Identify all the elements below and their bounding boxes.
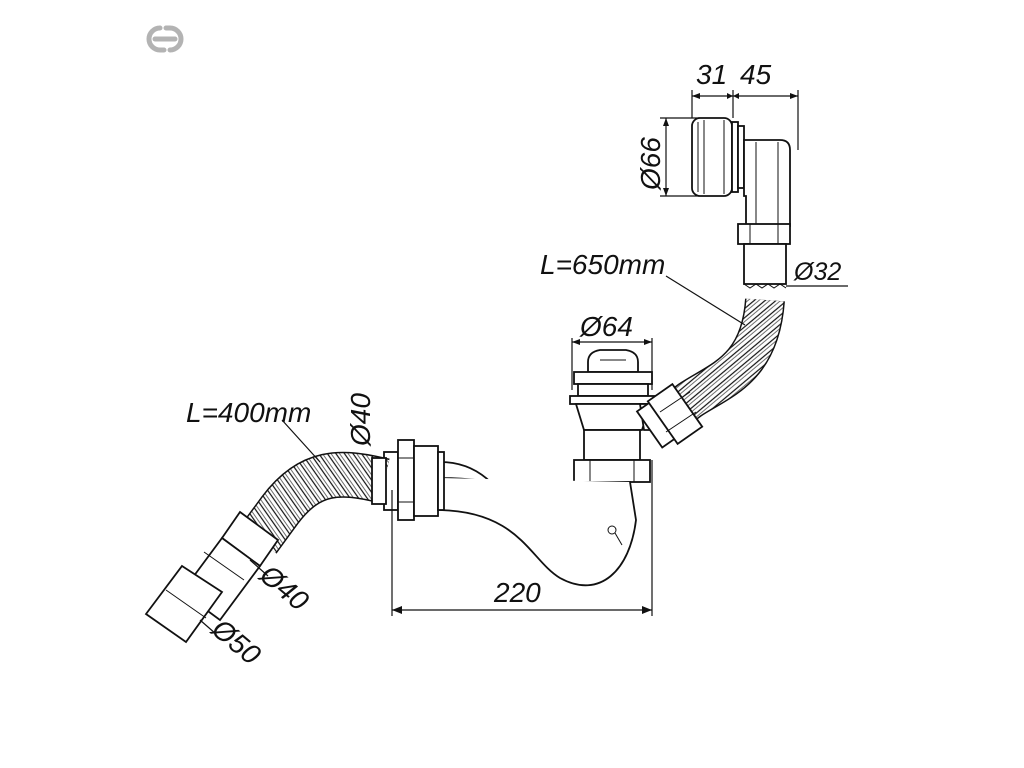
outlet-diameter-small-label: Ø40 [253,558,315,617]
waste-diameter-label: Ø64 [579,311,633,342]
waste-and-trap [383,338,704,587]
inlet-diameter-label: Ø40 [345,393,376,447]
overflow-depth-a-label: 31 [696,59,727,90]
overflow-diameter-label: Ø66 [635,137,666,191]
trap-length-dimension [391,93,798,616]
overflow-head [660,90,848,289]
drain-hose [239,419,390,554]
drain-hose-length-label: L=400mm [186,397,311,428]
overflow-hose [658,275,785,431]
overflow-hose-length-label: L=650mm [540,249,665,280]
trap-length-label: 220 [493,577,541,608]
chain-link-logo-icon [146,25,184,53]
overflow-depth-b-label: 45 [740,59,772,90]
outlet-adaptor [144,510,280,644]
overflow-outlet-diameter-label: Ø32 [793,258,841,286]
outlet-diameter-large-label: Ø50 [205,612,267,671]
